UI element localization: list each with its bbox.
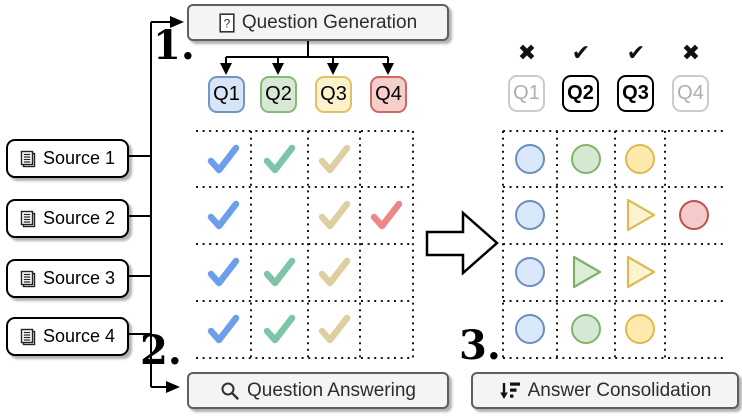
consolidated-question-chip-q2: Q2	[562, 75, 599, 112]
document-icon	[20, 210, 36, 227]
arrowhead-q1	[220, 63, 232, 75]
circle-shape	[515, 314, 545, 344]
circle-shape	[625, 144, 655, 174]
question-chip-q4: Q4	[370, 76, 407, 113]
consolidated-green-circle	[566, 309, 606, 349]
consolidated-yellow-circle	[620, 139, 660, 179]
discard-cross-mark: ✖	[681, 40, 701, 66]
step-1-label: 1.	[153, 22, 195, 69]
consolidated-blue-circle	[510, 195, 550, 235]
consolidated-yellow-circle	[620, 309, 660, 349]
consolidated-question-chip-q4: Q4	[672, 75, 709, 112]
consolidated-green-circle	[566, 139, 606, 179]
source-box-2: Source 2	[6, 199, 129, 238]
answer-check-yellow	[314, 139, 354, 179]
document-icon	[20, 328, 36, 345]
arrowhead-question-generation	[170, 16, 184, 28]
document-icon	[20, 270, 36, 287]
sort-descending-icon	[499, 382, 520, 399]
kept-check-mark: ✔	[626, 40, 646, 66]
source-connectors	[125, 155, 151, 335]
question-page-icon: ?	[219, 12, 235, 33]
consolidated-red-circle	[674, 195, 714, 235]
answer-check-blue	[203, 139, 243, 179]
consolidated-yellow-triangle	[620, 195, 660, 235]
check-icon	[207, 314, 240, 344]
answer-check-blue	[203, 309, 243, 349]
answer-check-yellow	[314, 309, 354, 349]
step-2-label: 2.	[140, 327, 182, 374]
circle-shape	[571, 314, 601, 344]
magnifier-icon	[221, 382, 239, 400]
triangle-shape	[626, 255, 656, 289]
check-icon	[318, 144, 351, 174]
circle-shape	[571, 144, 601, 174]
answer-check-green	[259, 252, 299, 292]
triangle-shape	[626, 198, 656, 232]
check-icon	[318, 314, 351, 344]
source-box-4: Source 4	[6, 317, 129, 356]
step-3-label: 3.	[459, 322, 501, 369]
big-right-arrow	[425, 210, 499, 276]
consolidated-green-triangle	[566, 252, 606, 292]
check-icon	[207, 200, 240, 230]
discard-cross-mark: ✖	[517, 40, 537, 66]
answer-check-blue	[203, 252, 243, 292]
question-chip-q1: Q1	[208, 76, 245, 113]
consolidated-question-chip-q1: Q1	[508, 75, 545, 112]
answer-check-yellow	[314, 252, 354, 292]
circle-shape	[515, 200, 545, 230]
source-label: Source 4	[42, 326, 116, 346]
consolidated-question-chip-q3: Q3	[617, 75, 654, 112]
check-icon	[207, 144, 240, 174]
consolidated-blue-circle	[510, 139, 550, 179]
source-box-3: Source 3	[6, 259, 129, 298]
check-icon	[207, 257, 240, 287]
check-icon	[263, 144, 296, 174]
triangle-shape	[572, 255, 602, 289]
arrowhead-q3	[327, 63, 339, 75]
check-icon	[263, 257, 296, 287]
answer-consolidation-box: Answer Consolidation	[471, 372, 739, 409]
check-icon	[263, 314, 296, 344]
check-icon	[318, 257, 351, 287]
arrowhead-question-answering	[166, 381, 180, 393]
circle-shape	[515, 144, 545, 174]
arrowhead-q4	[382, 63, 394, 75]
question-generation-label: Question Generation	[241, 11, 418, 33]
question-answering-label: Question Answering	[247, 379, 416, 401]
arrowhead-q2	[272, 63, 284, 75]
answer-consolidation-label: Answer Consolidation	[527, 379, 712, 401]
answer-check-green	[259, 309, 299, 349]
answer-check-red	[366, 195, 406, 235]
check-icon	[318, 200, 351, 230]
consolidated-blue-circle	[510, 252, 550, 292]
answer-check-yellow	[314, 195, 354, 235]
circle-shape	[679, 200, 709, 230]
consolidated-blue-circle	[510, 309, 550, 349]
source-label: Source 2	[42, 208, 116, 228]
question-generation-box: ? Question Generation	[187, 4, 449, 41]
answer-check-green	[259, 139, 299, 179]
circle-shape	[515, 257, 545, 287]
consolidated-yellow-triangle	[620, 252, 660, 292]
check-icon	[370, 200, 403, 230]
svg-text:?: ?	[223, 16, 230, 30]
answer-check-blue	[203, 195, 243, 235]
question-chip-q3: Q3	[315, 76, 352, 113]
document-icon	[20, 150, 36, 167]
source-box-1: Source 1	[6, 139, 129, 178]
kept-check-mark: ✔	[571, 40, 591, 66]
source-label: Source 1	[42, 148, 116, 168]
source-label: Source 3	[42, 268, 116, 288]
circle-shape	[625, 314, 655, 344]
question-answering-box: Question Answering	[187, 372, 449, 409]
question-chip-q2: Q2	[260, 76, 297, 113]
question-fanout-lines	[225, 37, 389, 63]
